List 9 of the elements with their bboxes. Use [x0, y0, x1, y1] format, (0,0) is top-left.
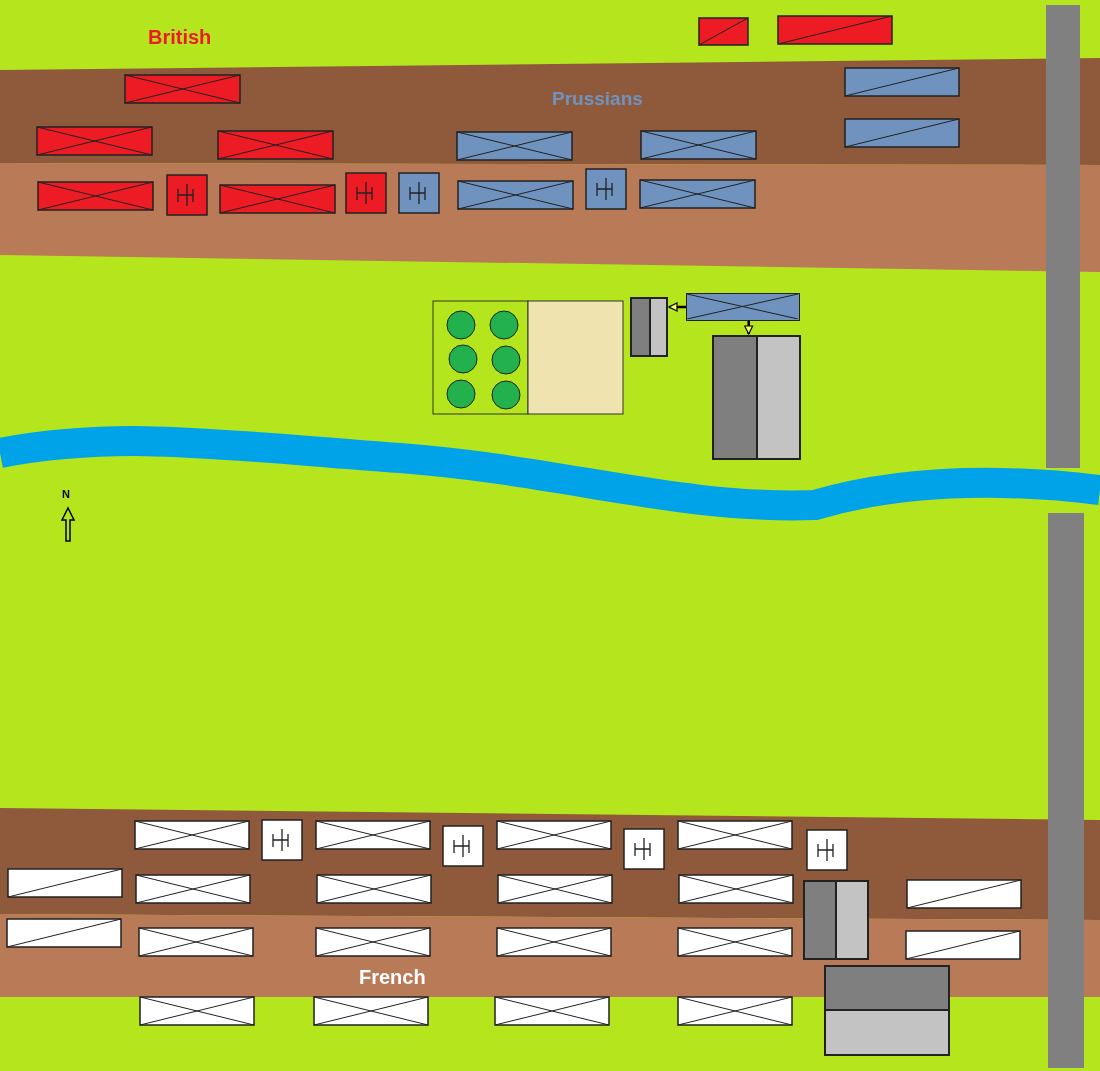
building-drawing [712, 335, 801, 460]
building-drawing [630, 297, 668, 357]
arrow [668, 302, 686, 312]
north-label: N [62, 488, 70, 500]
army-label: British [148, 26, 212, 49]
arrow [744, 321, 754, 335]
army-label: Prussians [552, 88, 643, 110]
infantry-unit-symbol [686, 293, 800, 321]
army-label: French [359, 966, 426, 989]
